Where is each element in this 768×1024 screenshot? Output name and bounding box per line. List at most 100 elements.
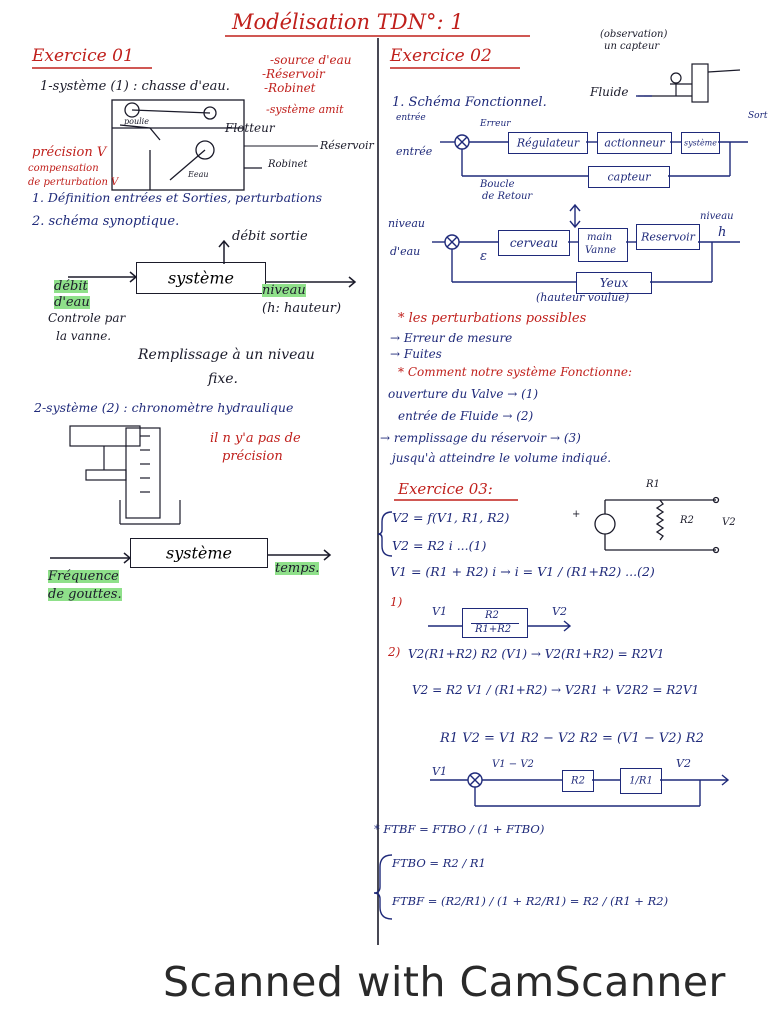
step-0: ouverture du Valve → (1)	[388, 387, 539, 401]
no-precision-0: il n y'a pas de	[210, 431, 301, 446]
syn2-output-right: temps.	[275, 561, 320, 576]
scanner-watermark: Scanned with CamScanner	[163, 958, 726, 1006]
loop-block-r2: R2	[562, 770, 594, 792]
circuit-r2: R2	[680, 515, 694, 526]
fluide-label: Fluide	[590, 85, 629, 99]
block-cerveau: cerveau	[498, 230, 570, 256]
ex3-loop-lines	[430, 772, 730, 807]
ftbf-def: * FTBF = FTBO / (1 + FTBO)	[374, 822, 545, 836]
ftbf-brace	[373, 854, 393, 920]
diag2-in-0: niveau	[388, 217, 425, 230]
ex2-item1: 1. Schéma Fonctionnel.	[392, 95, 547, 110]
label-reservoir: Réservoir	[320, 139, 374, 152]
functional-diagram-lines	[440, 134, 748, 229]
ftbo-eq: FTBO = R2 / R1	[392, 856, 486, 870]
tf-block-lines	[428, 620, 572, 632]
syn2-system-label: système	[166, 543, 232, 563]
eq-brace	[377, 511, 393, 557]
block-reservoir: Reservoir	[636, 224, 700, 250]
loop-err: V1 − V2	[492, 759, 534, 770]
syn1-output-top: débit sortie	[232, 229, 308, 244]
ex3-heading: Exercice 03:	[398, 480, 493, 498]
step-2: → remplissage du réservoir → (3)	[380, 431, 581, 445]
eq2-2: R1 V2 = V1 R2 − V2 R2 = (V1 − V2) R2	[440, 731, 704, 746]
block-actionneur-label: actionneur	[604, 136, 665, 150]
scanner-footer	[0, 948, 768, 1024]
block-regulateur-label: Régulateur	[516, 136, 580, 150]
block-systeme: système	[681, 132, 720, 154]
ex1-note-2: -Robinet	[264, 81, 316, 95]
ftbf-eq: FTBF = (R2/R1) / (1 + R2/R1) = R2 / (R1 …	[392, 894, 669, 908]
eq2-1: V2 = R2 V1 / (R1+R2) → V2R1 + V2R2 = R2V…	[412, 683, 700, 697]
precision-note: précision V	[32, 145, 107, 160]
perturb-0: → Erreur de mesure	[390, 331, 513, 345]
syn1-output-right: niveau	[262, 283, 306, 298]
tf-den: R1+R2	[475, 624, 512, 635]
syn1-system-box: système	[136, 262, 266, 294]
diag2-in-1: d'eau	[390, 245, 421, 258]
loop-block-r1-label: 1/R1	[629, 775, 653, 787]
synoptic-1-arrows	[68, 239, 357, 288]
ex1-heading: Exercice 01	[32, 46, 134, 66]
label-poulie: poulie	[124, 117, 149, 126]
block-systeme-label: système	[684, 138, 717, 148]
diag2-epsilon: ε	[480, 249, 487, 264]
block-regulateur: Régulateur	[508, 132, 588, 154]
block-cerveau-label: cerveau	[509, 236, 559, 250]
entree-label-top: entrée	[396, 113, 426, 123]
block-vanne-label: Vanne	[585, 245, 617, 256]
loop-block-r2-label: R2	[571, 775, 585, 787]
tf-block: R2 R1+R2	[462, 608, 528, 638]
ex1-item1: 1-système (1) : chasse d'eau.	[40, 79, 230, 94]
block-yeux: Yeux	[576, 272, 652, 294]
boucle-1: de Retour	[482, 191, 533, 202]
human-loop-lines	[432, 234, 740, 283]
block-capteur-label: capteur	[607, 170, 651, 184]
loop-in: V1	[432, 765, 447, 778]
diag2-out-1: h	[718, 225, 727, 240]
ex1-item2: 2. schéma synoptique.	[32, 214, 180, 229]
q1-label: 1)	[390, 595, 403, 609]
remplissage-0: Remplissage à un niveau	[138, 347, 315, 363]
tf-in: V1	[432, 605, 447, 618]
diag2-out-0: niveau	[700, 211, 734, 222]
diag2-hauteur: (hauteur voulue)	[536, 291, 630, 304]
ex2-heading: Exercice 02	[390, 46, 492, 66]
boucle-0: Boucle	[480, 179, 515, 190]
circuit-r1: R1	[646, 479, 660, 490]
erreur-label: Erreur	[480, 119, 511, 129]
tf-out: V2	[552, 605, 567, 618]
syn2-input-0: Fréquence	[48, 569, 119, 584]
label-eau: Eeau	[188, 170, 209, 179]
eq-2: V1 = (R1 + R2) i → i = V1 / (R1+R2) ...(…	[390, 564, 655, 579]
q2-label: 2)	[388, 645, 401, 659]
perturb-title: * les perturbations possibles	[398, 311, 587, 326]
loop-out: V2	[676, 757, 691, 770]
tf-num: R2	[485, 610, 499, 621]
syn1-input-1: d'eau	[54, 295, 90, 310]
syn1-controle-1: la vanne.	[56, 329, 112, 343]
no-precision-1: précision	[222, 449, 283, 464]
compensation-note-1: de perturbation V	[28, 177, 119, 188]
circuit-lines	[594, 496, 720, 554]
sketch-lines	[32, 35, 748, 945]
flush-sketch	[111, 99, 262, 191]
perturb-1: → Fuites	[390, 347, 442, 361]
block-reservoir-label: Reservoir	[641, 230, 695, 244]
syn1-input-0: débit	[54, 279, 88, 294]
label-robinet: Robinet	[268, 159, 308, 170]
syn1-output-right-2: (h: hauteur)	[262, 301, 342, 316]
eq2-0: V2(R1+R2) R2 (V1) → V2(R1+R2) = R2V1	[408, 647, 665, 661]
ex1-item2-system: 2-système (2) : chronomètre hydraulique	[34, 400, 294, 415]
loop-block-r1: 1/R1	[620, 768, 662, 794]
compensation-note-0: compensation	[28, 163, 99, 174]
ex1-note-3: -système amit	[266, 103, 344, 116]
circuit-plus: +	[572, 509, 581, 520]
block-main-label: main	[587, 232, 613, 243]
comment-title: * Comment notre système Fonctionne:	[398, 365, 633, 379]
eq-0: V2 = f(V1, R1, R2)	[392, 510, 510, 525]
block-capteur: capteur	[588, 166, 670, 188]
step-3: jusqu'à atteindre le volume indiqué.	[392, 451, 612, 465]
page-title: Modélisation TDN°: 1	[232, 10, 464, 34]
